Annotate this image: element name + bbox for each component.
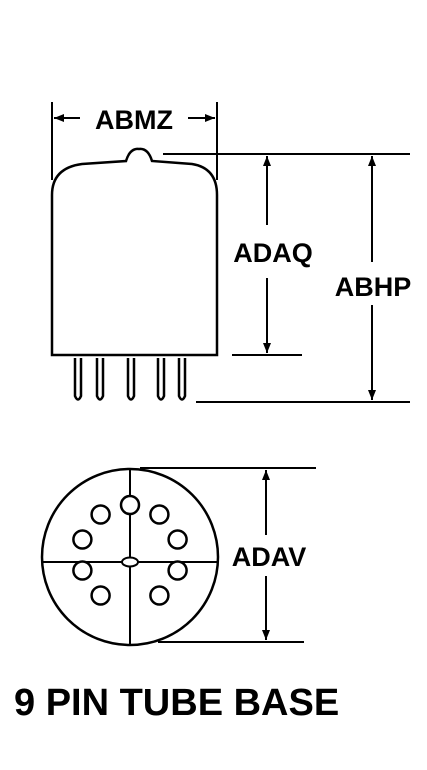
overall-height-dimension: ABHP [335,156,412,400]
base-diameter-dim-label: ADAV [232,542,307,572]
pin [156,358,166,401]
width-dimension: ABMZ [51,102,218,180]
pin-holes [72,494,188,606]
tube-envelope [50,147,219,357]
pin [73,358,83,401]
pin [177,358,187,401]
base-diameter-dimension: ADAV [232,470,307,640]
body-height-dimension: ADAQ [233,156,313,353]
overall-height-dim-label: ABHP [335,272,412,302]
pin-hole [90,585,111,606]
pin-hole [167,560,188,581]
diagram-caption: 9 PIN TUBE BASE [14,682,339,724]
pin [95,358,105,401]
pin [126,358,136,401]
body-height-dim-label: ADAQ [233,238,313,268]
tube-side-view [50,147,219,401]
pin-hole [72,560,93,581]
pin-hole [167,529,188,550]
pin-hole [149,504,170,525]
pin-hole [119,494,141,516]
base-bottom-view [40,467,220,647]
tube-pins [73,358,187,401]
pin-hole [90,504,111,525]
pin-hole [149,585,170,606]
pin-hole [72,529,93,550]
width-dim-label: ABMZ [95,105,173,135]
base-key [121,556,139,568]
